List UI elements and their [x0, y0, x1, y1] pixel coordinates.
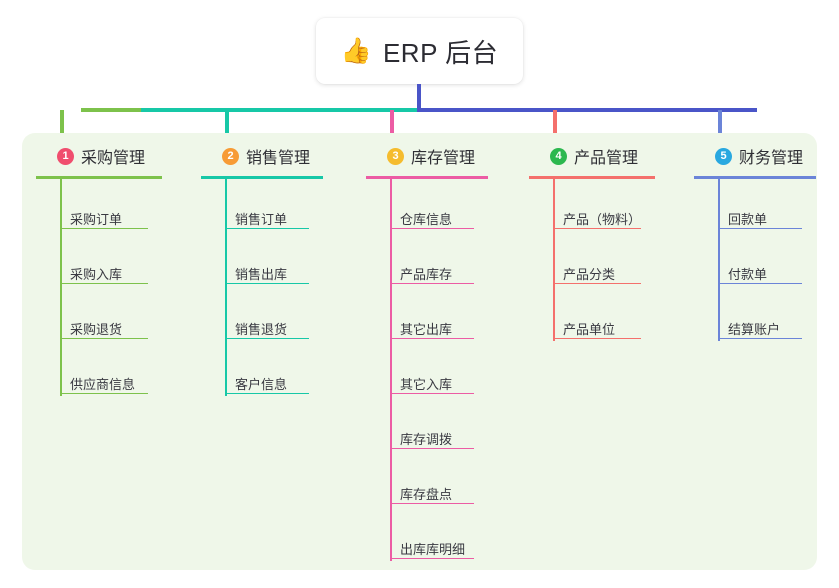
leaf-underline	[60, 393, 148, 394]
leaf-underline	[225, 283, 309, 284]
leaf-item[interactable]: 销售订单	[235, 212, 288, 227]
leaf-underline	[390, 393, 474, 394]
leaf-underline	[390, 448, 474, 449]
leaf-item[interactable]: 采购订单	[70, 212, 123, 227]
root-title: ERP 后台	[382, 37, 499, 68]
leaf-underline	[225, 228, 309, 229]
column-badge-5: 5	[715, 147, 732, 165]
leaf-item[interactable]: 付款单	[728, 267, 768, 282]
leaf-item[interactable]: 其它入库	[400, 377, 453, 392]
column-spine-5	[718, 179, 720, 341]
column-title-5: 财务管理	[739, 150, 804, 167]
leaf-underline	[390, 228, 474, 229]
leaf-underline	[718, 228, 802, 229]
leaf-underline	[718, 338, 802, 339]
leaf-underline	[390, 338, 474, 339]
root-node-card[interactable]: 👍 ERP 后台	[316, 18, 523, 84]
thumbs-up-icon: 👍	[340, 36, 372, 65]
column-header-2[interactable]: 2 销售管理	[201, 143, 310, 169]
leaf-item[interactable]: 采购入库	[70, 267, 123, 282]
leaf-underline	[553, 228, 641, 229]
leaf-underline	[390, 503, 474, 504]
leaf-underline	[553, 338, 641, 339]
column-title-4: 产品管理	[574, 150, 639, 167]
leaf-item[interactable]: 结算账户	[728, 322, 781, 337]
column-badge-2: 2	[222, 147, 239, 165]
root-stem-line	[417, 84, 421, 110]
leaf-underline	[390, 558, 474, 559]
column-spine-2	[225, 179, 227, 396]
leaf-item[interactable]: 库存调拨	[400, 432, 453, 447]
column-underline-5	[694, 176, 816, 179]
connector-drop-3	[390, 110, 394, 140]
connector-drop-4	[553, 110, 557, 140]
leaf-underline	[60, 338, 148, 339]
column-header-3[interactable]: 3 库存管理	[366, 143, 475, 169]
leaf-item[interactable]: 库存盘点	[400, 487, 453, 502]
column-title-1: 采购管理	[81, 150, 146, 167]
leaf-item[interactable]: 销售退货	[235, 322, 288, 337]
column-badge-4: 4	[550, 147, 567, 165]
connector-hbar-3	[417, 108, 757, 112]
leaf-item[interactable]: 产品（物料）	[563, 212, 642, 227]
column-title-3: 库存管理	[411, 150, 476, 167]
column-underline-1	[36, 176, 162, 179]
column-spine-1	[60, 179, 62, 396]
leaf-item[interactable]: 仓库信息	[400, 212, 453, 227]
column-spine-4	[553, 179, 555, 341]
leaf-underline	[225, 338, 309, 339]
leaf-item[interactable]: 客户信息	[235, 377, 288, 392]
column-header-5[interactable]: 5 财务管理	[694, 143, 803, 169]
mindmap-panel: 1 采购管理采购订单采购入库采购退货供应商信息 2 销售管理销售订单销售出库销售退货客…	[22, 133, 817, 570]
column-badge-3: 3	[387, 147, 404, 165]
connector-hbar-2	[141, 108, 418, 112]
connector-drop-1	[60, 110, 64, 140]
leaf-item[interactable]: 采购退货	[70, 322, 123, 337]
column-underline-4	[529, 176, 655, 179]
column-badge-1: 1	[57, 147, 74, 165]
root-title-row: 👍 ERP 后台	[341, 33, 498, 70]
column-header-1[interactable]: 1 采购管理	[36, 143, 145, 169]
leaf-item[interactable]: 产品分类	[563, 267, 616, 282]
leaf-item[interactable]: 产品单位	[563, 322, 616, 337]
leaf-underline	[60, 228, 148, 229]
leaf-underline	[718, 283, 802, 284]
leaf-underline	[390, 283, 474, 284]
column-header-4[interactable]: 4 产品管理	[529, 143, 638, 169]
connector-drop-2	[225, 110, 229, 140]
column-underline-2	[201, 176, 323, 179]
leaf-item[interactable]: 回款单	[728, 212, 768, 227]
leaf-underline	[553, 283, 641, 284]
leaf-underline	[60, 283, 148, 284]
leaf-item[interactable]: 其它出库	[400, 322, 453, 337]
column-underline-3	[366, 176, 488, 179]
connector-drop-5	[718, 110, 722, 140]
leaf-item[interactable]: 供应商信息	[70, 377, 136, 392]
leaf-underline	[225, 393, 309, 394]
leaf-item[interactable]: 产品库存	[400, 267, 453, 282]
leaf-item[interactable]: 销售出库	[235, 267, 288, 282]
column-title-2: 销售管理	[246, 150, 311, 167]
leaf-item[interactable]: 出库库明细	[400, 542, 466, 557]
column-spine-3	[390, 179, 392, 561]
